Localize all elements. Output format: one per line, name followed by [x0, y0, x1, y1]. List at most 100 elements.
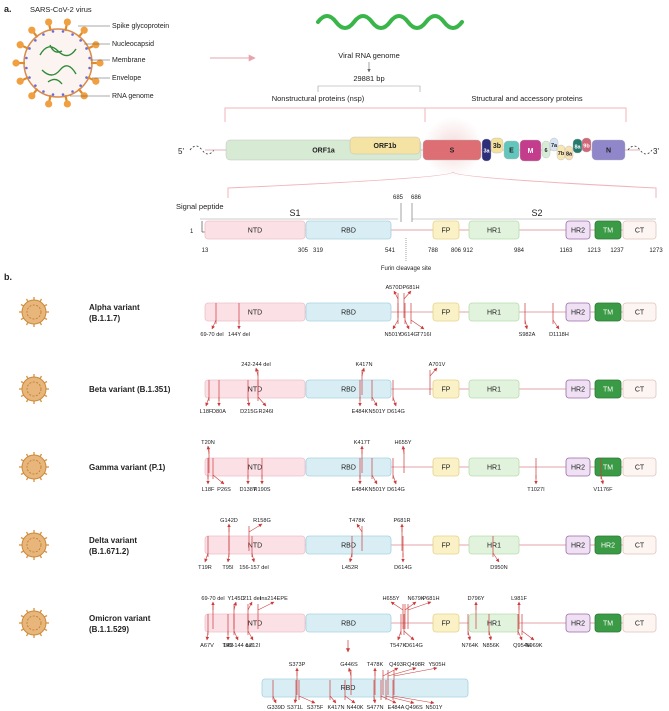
domain-2	[432, 302, 460, 322]
domain-1	[305, 535, 392, 555]
furin-label: Furin cleavage site	[381, 266, 432, 272]
mutation-arrow	[204, 552, 209, 563]
variant-name: Delta variant	[89, 536, 137, 545]
pos-label-1: 305	[298, 248, 309, 254]
domain-label-6: CT	[635, 387, 645, 394]
mutation-arrow	[390, 601, 404, 611]
pos-label-6: 912	[463, 248, 474, 254]
mutation-arrow	[382, 667, 399, 677]
mutation-label: 69-70 del	[201, 596, 224, 602]
mutation-arrow	[393, 290, 399, 300]
domain-4	[565, 535, 591, 555]
domain-label-1: RBD	[341, 387, 356, 394]
domain-label-1: RBD	[341, 465, 356, 472]
membrane-dot	[79, 39, 82, 42]
gene-13	[591, 139, 626, 161]
pos-label-10: 1237	[610, 248, 624, 254]
mutation-arrow	[257, 396, 267, 407]
mutation-label: S373P	[289, 662, 306, 668]
domain-label-6: CT	[635, 543, 645, 550]
nsp-label: Nonstructural proteins (nsp)	[272, 94, 365, 103]
mutation-arrow	[404, 319, 410, 330]
mutation-label: T478K	[349, 518, 366, 524]
domain-label-4: HR2	[571, 310, 585, 317]
mutation-label: S371L	[287, 705, 303, 711]
pos-label-4: 788	[428, 248, 439, 254]
rbd-zoom-box	[261, 678, 469, 698]
domain-4	[594, 535, 622, 555]
domain-label-2: FP	[442, 543, 451, 550]
membrane-dot	[71, 33, 74, 36]
mutation-label: S477N	[366, 705, 383, 711]
variant-name: Gamma variant (P.1)	[89, 463, 166, 472]
domain-0	[204, 535, 306, 555]
gene-label-1: ORF1b	[374, 143, 397, 150]
membrane-dot	[79, 84, 82, 87]
mutation-arrow	[247, 601, 253, 611]
membrane-dot	[34, 39, 37, 42]
domain-label-1: RBD	[341, 228, 356, 235]
domain-label-6: CT	[635, 310, 645, 317]
variant-virus-icon	[19, 608, 49, 638]
mutation-arrow	[356, 523, 363, 533]
domain-label-3: HR1	[487, 310, 501, 317]
domain-label-1: RBD	[341, 310, 356, 317]
mutation-label: A67V	[200, 643, 214, 649]
domain-0	[204, 457, 306, 477]
domain-label-4: HR2	[571, 621, 585, 628]
mutation-label: N856K	[482, 643, 499, 649]
mutation-label: K417T	[354, 440, 371, 446]
membrane-dot	[61, 93, 65, 96]
spike-head	[63, 18, 71, 26]
mutation-label: D614G	[405, 643, 423, 649]
mutation-arrow	[403, 630, 415, 641]
mutation-label: H655Y	[382, 596, 399, 602]
gene-label-13: N	[606, 148, 611, 155]
domain-6	[622, 302, 657, 322]
mutation-label: D796Y	[467, 596, 484, 602]
domain-6	[622, 613, 657, 633]
mutation-label: D950N	[490, 565, 507, 571]
gene-label-7: 6	[544, 148, 547, 154]
mutation-label: L212I	[246, 643, 260, 649]
mutation-arrow	[371, 396, 378, 407]
pos-label-3: 541	[385, 248, 396, 254]
icon-core	[26, 537, 42, 553]
mutation-arrow	[226, 552, 231, 563]
domain-1	[305, 302, 392, 322]
domain-label-2: FP	[442, 621, 451, 628]
mutation-arrow	[246, 396, 251, 407]
mutation-arrow	[348, 667, 352, 677]
domain-2	[432, 220, 460, 240]
domain-0	[204, 220, 306, 240]
spike-head	[16, 41, 24, 49]
spike-head	[45, 100, 53, 108]
membrane-dot	[88, 66, 91, 70]
mutation-label: N764K	[461, 643, 478, 649]
membrane-dot	[61, 30, 65, 33]
mutation-arrow	[517, 630, 523, 641]
membrane-dot	[71, 90, 74, 93]
mutation-label: H655Y	[394, 440, 411, 446]
genome-label: Viral RNA genome	[338, 51, 400, 60]
mutation-label: E484A	[388, 705, 405, 711]
mutation-label: D614G	[387, 409, 405, 415]
mutation-label: D215G	[240, 409, 258, 415]
gene-6	[519, 139, 542, 162]
virus-illustration	[12, 18, 104, 108]
domain-5	[594, 379, 622, 399]
gene-10	[564, 145, 574, 161]
gene-label-0: ORF1a	[312, 148, 335, 155]
gene-label-12: 9b	[583, 144, 590, 150]
pos-label-2: 319	[313, 248, 324, 254]
gene-label-3: 3a	[483, 149, 490, 155]
mutation-arrow	[467, 630, 472, 641]
icon-body	[21, 376, 47, 402]
domain-0	[204, 379, 306, 399]
domain-label-0: NTD	[248, 621, 262, 628]
